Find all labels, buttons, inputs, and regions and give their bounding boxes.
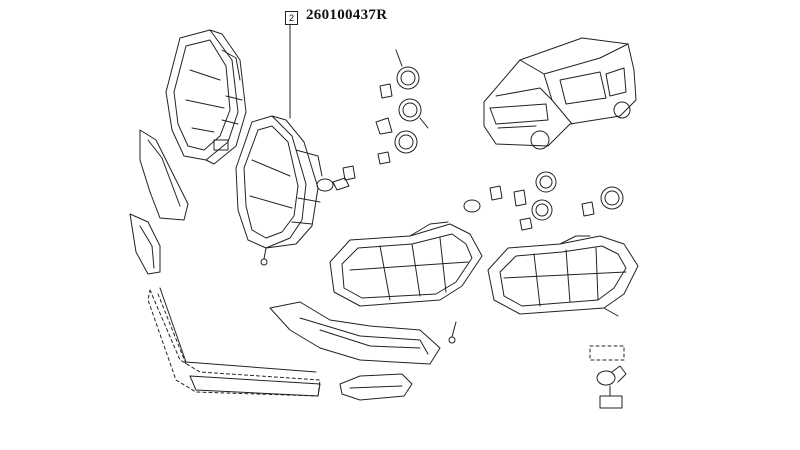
part-number-label: 260100437R — [306, 7, 388, 23]
headlamp-rear-upper — [165, 29, 247, 165]
bumper-trim-strip — [159, 287, 321, 397]
headlamp-front-left — [329, 221, 483, 307]
bumper-trim-outline — [147, 289, 321, 397]
headlamp-front-right — [487, 235, 639, 317]
headlamp-bezel-trim — [269, 301, 441, 365]
bulb-kit — [589, 345, 627, 409]
callout-index-box: 2 — [285, 11, 298, 25]
headlamp-rear-center — [235, 115, 323, 266]
socket-group-upper — [375, 49, 429, 165]
side-lamp-upper — [139, 129, 189, 221]
side-lamp-lower — [129, 213, 161, 275]
bulb-h4 — [316, 165, 356, 192]
fog-lamp — [339, 373, 413, 401]
socket-group-right — [463, 171, 624, 231]
vehicle-illustration — [483, 37, 637, 150]
mounting-screw — [448, 321, 457, 344]
